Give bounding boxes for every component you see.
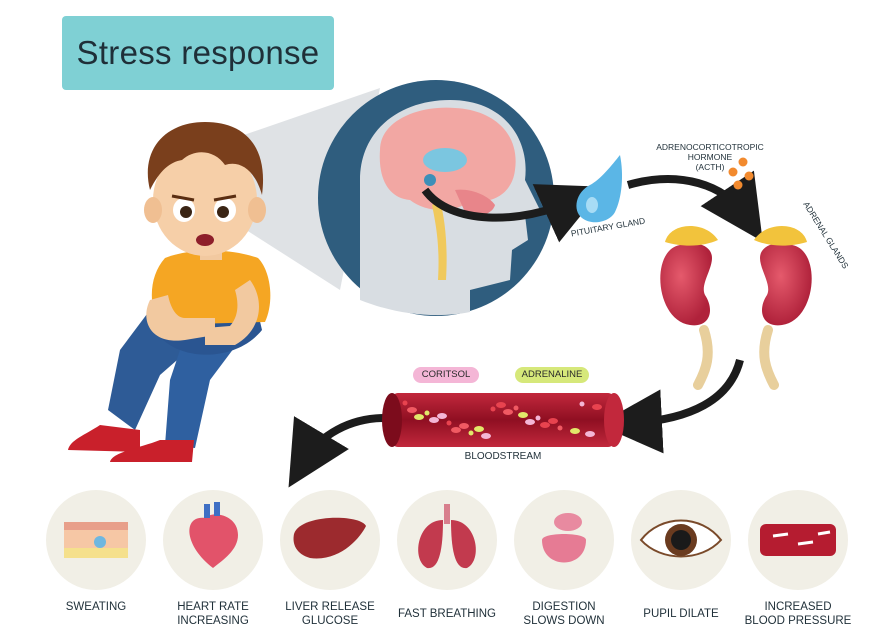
bloodstream-vessel-illustration [382,393,624,447]
blood-cell [525,419,535,425]
blood-cell [468,430,474,436]
pituitary-gland-icon [576,155,623,223]
effect-label-line: DIGESTION [532,601,596,613]
arrow-brain-to-pituitary [421,184,605,243]
skin-icon [46,490,146,590]
blood-cell [402,400,408,406]
effect-label-pupil: PUPIL DILATE [621,607,741,621]
blood-cell [557,425,563,431]
blood-cell [424,410,430,416]
blood-cell [446,420,452,426]
blood-cell [570,428,580,434]
acth-label-line-2: HORMONE [687,152,733,162]
stressed-boy-illustration [68,122,271,462]
blood-cell [540,422,550,428]
blood-cell [579,401,585,407]
blood-cell [503,409,513,415]
cortisol-pill: CORITSOL [413,367,479,383]
bloodstream-label: BLOODSTREAM [464,451,542,462]
effect-label-line: LIVER RELEASE [285,601,375,613]
arrow-pituitary-to-adrenal [626,170,763,242]
effect-label-line: FAST BREATHING [398,608,496,620]
adrenaline-pill: ADRENALINE [515,367,589,383]
blood-cell [585,431,595,437]
eye-icon [631,490,731,590]
blood-cell [535,415,541,421]
blood-cell [490,406,496,412]
page-title: Stress response [76,34,320,71]
heart-icon [163,490,263,590]
title-box: Stress response [62,16,334,90]
blood-cell [451,427,461,433]
effect-label-line: SLOWS DOWN [523,615,605,627]
arrow-bloodstream-to-effects [288,414,386,488]
liver-icon [280,490,380,590]
lungs-icon [397,490,497,590]
blood-cell [437,413,447,419]
blood-cell [548,418,558,424]
blood-cell [592,404,602,410]
blood-cell [481,433,491,439]
adrenal-kidney-illustration [660,225,812,390]
blood-cell [414,414,424,420]
acth-label: ADRENOCORTICOTROPIC HORMONE (ACTH) [640,142,780,172]
effect-label-sweating: SWEATING [36,600,156,614]
effect-label-line: INCREASING [177,615,249,627]
effect-label-digestion: DIGESTION SLOWS DOWN [504,600,624,628]
effect-label-line: PUPIL DILATE [643,608,719,620]
effect-label-blood-pressure: INCREASED BLOOD PRESSURE [738,600,858,628]
blood-cell [518,412,528,418]
acth-label-line-1: ADRENOCORTICOTROPIC [656,142,764,152]
blood-cell [429,417,439,423]
effect-label-line: INCREASED [764,601,832,613]
blood-vessel-icon [748,490,848,590]
blood-cell [513,405,519,411]
effect-label-line: HEART RATE [177,601,249,613]
blood-cell [474,426,484,432]
adrenaline-label: ADRENALINE [521,369,583,380]
blood-cell [459,423,469,429]
effect-label-line: SWEATING [65,601,127,613]
effect-label-line: BLOOD PRESSURE [744,615,852,627]
intestine-icon [514,490,614,590]
acth-hormone-dots [728,157,754,190]
effect-label-liver: LIVER RELEASE GLUCOSE [270,600,390,628]
cortisol-label: CORITSOL [421,369,471,380]
effect-label-heart-rate: HEART RATE INCREASING [153,600,273,628]
blood-cell [496,402,506,408]
acth-label-line-3: (ACTH) [695,162,725,172]
blood-cell [407,407,417,413]
arrow-adrenal-to-bloodstream [598,358,744,454]
effect-label-line: GLUCOSE [301,615,359,627]
effect-label-breathing: FAST BREATHING [387,607,507,621]
